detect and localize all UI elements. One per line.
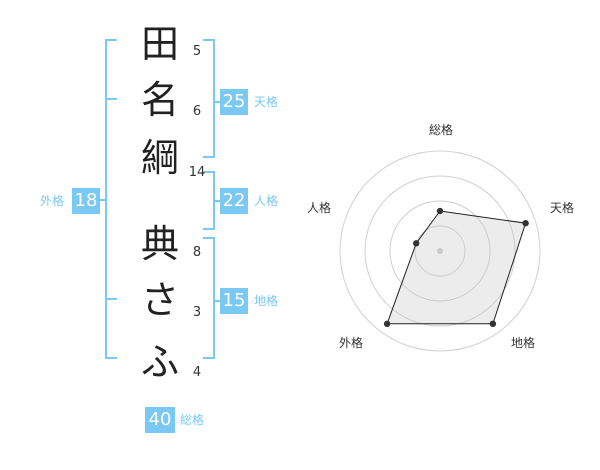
radar-center-dot bbox=[437, 248, 443, 254]
radar-chart bbox=[339, 150, 541, 352]
stroke-count-2: 6 bbox=[192, 104, 202, 119]
stroke-count-5: 3 bbox=[192, 305, 202, 320]
radar-label-chikaku: 地格 bbox=[510, 336, 535, 350]
radar-ring-2 bbox=[389, 200, 491, 302]
radar-label-soukaku: 総格 bbox=[428, 123, 453, 137]
radar-point-3 bbox=[489, 320, 497, 327]
name-char-5: さ bbox=[140, 278, 179, 322]
name-char-4: 典 bbox=[140, 222, 179, 266]
name-char-3: 綱 bbox=[140, 136, 179, 180]
radar-point-5 bbox=[413, 240, 420, 247]
stroke-count-4: 8 bbox=[192, 245, 202, 260]
name-char-2: 名 bbox=[140, 78, 179, 122]
name-char-6: ふ bbox=[140, 340, 179, 384]
stroke-count-1: 5 bbox=[192, 44, 202, 59]
name-char-1: 田 bbox=[140, 22, 179, 66]
soukaku-label: 総格 bbox=[180, 413, 205, 427]
gaikaku-label: 外格 bbox=[40, 194, 65, 208]
chikaku-bracket bbox=[203, 237, 215, 359]
radar-ring-1 bbox=[414, 225, 466, 277]
tenkaku-bracket bbox=[203, 39, 215, 158]
soukaku-value: 40 bbox=[145, 407, 175, 433]
radar-point-1 bbox=[436, 207, 444, 215]
jinkaku-label: 人格 bbox=[254, 194, 279, 208]
radar-label-tenkaku: 天格 bbox=[549, 201, 574, 215]
radar-area bbox=[386, 210, 527, 325]
chikaku-label: 地格 bbox=[254, 294, 279, 308]
jinkaku-value: 22 bbox=[220, 188, 248, 214]
radar-point-2 bbox=[522, 220, 529, 227]
radar-point-4 bbox=[383, 320, 391, 327]
stroke-count-6: 4 bbox=[192, 365, 202, 380]
gaikaku-value: 18 bbox=[72, 188, 100, 214]
chikaku-value: 15 bbox=[220, 288, 248, 314]
radar-label-jinkaku: 人格 bbox=[306, 201, 331, 215]
stroke-count-3: 14 bbox=[188, 165, 206, 180]
gaikaku-bracket bbox=[105, 39, 117, 359]
jinkaku-bracket bbox=[203, 171, 215, 230]
radar-ring-3 bbox=[364, 175, 516, 327]
tenkaku-value: 25 bbox=[220, 89, 248, 115]
tenkaku-label: 天格 bbox=[254, 95, 279, 109]
radar-label-gaikaku: 外格 bbox=[338, 336, 363, 350]
radar-ring-4 bbox=[339, 150, 541, 352]
